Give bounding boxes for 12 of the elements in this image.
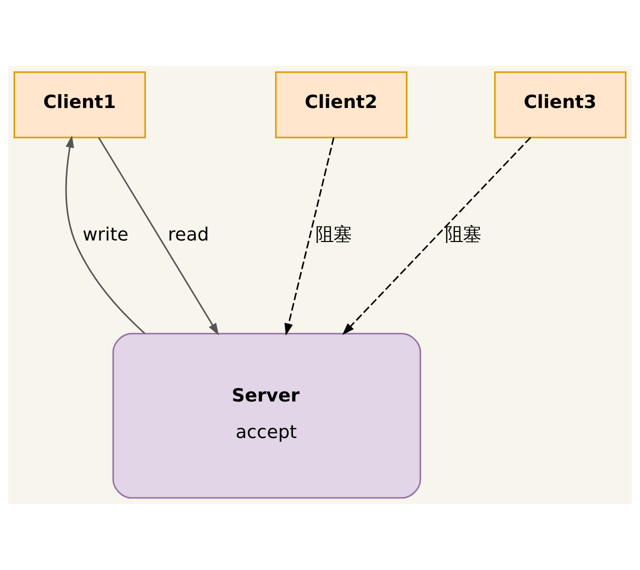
node-box: Client1 xyxy=(14,71,146,138)
edge-label: 阻塞 xyxy=(444,224,481,246)
edge-label: 阻塞 xyxy=(316,224,352,246)
arrow xyxy=(65,135,146,334)
node-box: Client2 xyxy=(275,71,408,138)
node-box: Server accept xyxy=(112,332,422,499)
arrow xyxy=(342,136,532,336)
edge-label: write xyxy=(82,224,129,246)
arrow xyxy=(284,137,334,336)
edge-label: read xyxy=(168,224,210,246)
arrow xyxy=(98,137,219,336)
node-box: Client3 xyxy=(494,71,626,138)
